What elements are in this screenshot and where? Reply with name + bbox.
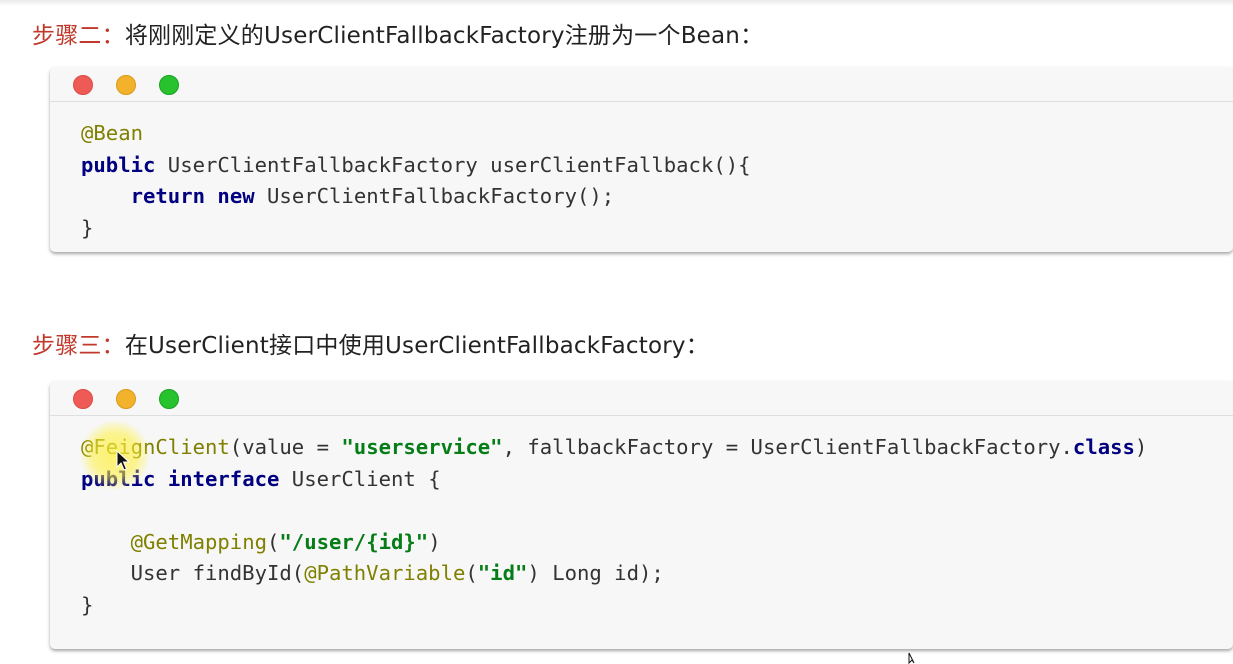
- mouse-pointer-icon: [908, 652, 915, 664]
- keyword-token: class: [1072, 435, 1135, 459]
- keyword-token: new: [217, 184, 255, 208]
- code-text: UserClientFallbackFactory();: [254, 184, 615, 208]
- indent: [81, 184, 131, 208]
- annotation-token: @Bean: [81, 121, 143, 145]
- step-three-heading: 步骤三：在UserClient接口中使用UserClientFallbackFa…: [32, 326, 709, 360]
- keyword-token: interface: [167, 466, 280, 491]
- keyword-token: public: [81, 152, 156, 177]
- string-token: "id": [477, 561, 528, 585]
- step-three-label: 步骤三：: [32, 333, 125, 359]
- keyword-token: return: [130, 184, 206, 208]
- maximize-dot-icon: [159, 75, 179, 95]
- step-two-heading: 步骤二：将刚刚定义的UserClientFallbackFactory注册为一个…: [32, 16, 763, 50]
- code-feign-content[interactable]: @FeignClient(value = "userservice", fall…: [50, 416, 1233, 621]
- code-text: ): [1134, 435, 1148, 459]
- indent: [81, 530, 131, 554]
- minimize-dot-icon: [116, 389, 136, 409]
- mouse-pointer-icon: [116, 450, 131, 471]
- code-block-bean: @Bean public UserClientFallbackFactory u…: [50, 67, 1233, 252]
- code-text: (: [267, 529, 280, 554]
- code-text: ): [428, 529, 441, 554]
- maximize-dot-icon: [159, 389, 179, 409]
- code-text: , fallbackFactory = UserClientFallbackFa…: [502, 435, 1073, 459]
- minimize-dot-icon: [116, 75, 136, 95]
- top-edge: [0, 0, 1233, 6]
- string-token: "/user/{id}": [279, 529, 429, 554]
- code-text: UserClient {: [279, 466, 441, 491]
- code-text: }: [81, 215, 94, 240]
- code-text: UserClientFallbackFactory userClientFall…: [155, 152, 751, 177]
- step-two-label: 步骤二：: [32, 23, 125, 49]
- code-text: (: [465, 561, 478, 585]
- code-block-feign-client: @FeignClient(value = "userservice", fall…: [50, 381, 1233, 649]
- close-dot-icon: [73, 75, 93, 95]
- code-text: ) Long id);: [527, 561, 664, 585]
- space: [155, 467, 167, 491]
- code-window-bar: [50, 381, 1233, 416]
- annotation-token: @PathVariable: [304, 561, 466, 585]
- close-dot-icon: [73, 389, 93, 409]
- step-three-text: 在UserClient接口中使用UserClientFallbackFactor…: [124, 333, 709, 359]
- string-token: "userservice": [341, 435, 503, 459]
- code-text: User findById(: [81, 561, 305, 585]
- code-text: }: [81, 592, 94, 617]
- annotation-token: @FeignClient: [81, 435, 230, 459]
- code-window-bar: [50, 67, 1233, 102]
- annotation-token: @GetMapping: [130, 529, 267, 554]
- code-text: (value =: [229, 435, 342, 459]
- code-bean-content[interactable]: @Bean public UserClientFallbackFactory u…: [50, 102, 1233, 244]
- space: [205, 184, 217, 208]
- step-two-text: 将刚刚定义的UserClientFallbackFactory注册为一个Bean…: [124, 23, 764, 49]
